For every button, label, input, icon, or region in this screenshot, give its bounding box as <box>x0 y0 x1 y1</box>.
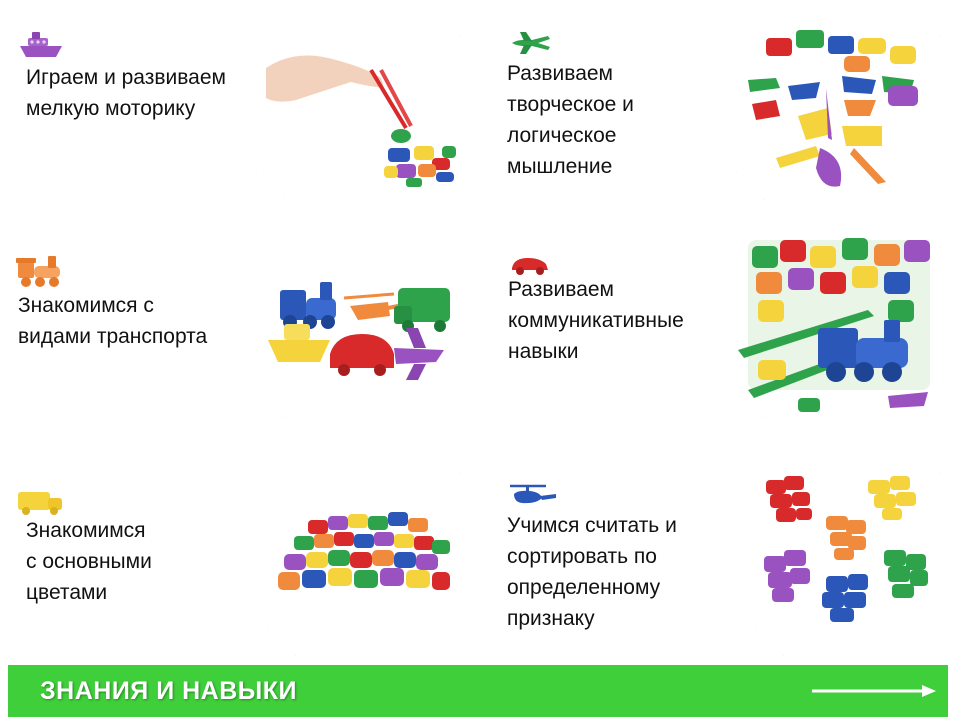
item-label-line: сортировать по <box>507 545 657 568</box>
footer-bar: ЗНАНИЯ И НАВЫКИ <box>8 665 948 717</box>
photo-fine-motor <box>256 8 460 198</box>
footer-title: ЗНАНИЯ И НАВЫКИ <box>40 677 297 705</box>
item-label-line: Знакомимся с <box>18 294 154 317</box>
photo-counting-sorting <box>756 446 940 656</box>
item-label-line: признаку <box>507 607 595 630</box>
item-label-transport-types: Знакомимся с видами транспорта <box>18 290 207 352</box>
item-label-line: мелкую моторику <box>26 97 196 120</box>
item-label-line: мышление <box>507 155 613 178</box>
item-label-line: творческое и <box>507 93 634 116</box>
item-label-line: навыки <box>508 340 579 363</box>
arrow-right-icon[interactable] <box>810 683 938 699</box>
item-label-line: Развиваем <box>507 62 613 85</box>
item-label-creative-thinking: Развиваем творческое и логическое мышлен… <box>507 58 634 182</box>
car-icon <box>512 258 548 275</box>
helicopter-icon <box>510 484 556 504</box>
photo-communication <box>738 220 940 418</box>
item-label-line: логическое <box>507 124 617 147</box>
photo-transport-types <box>258 222 462 418</box>
item-label-counting-sorting: Учимся считать и сортировать по определе… <box>507 510 677 634</box>
airplane-icon <box>512 32 550 54</box>
item-label-line: видами транспорта <box>18 325 208 348</box>
photo-colors <box>268 446 460 656</box>
train-icon <box>16 256 60 287</box>
item-label-communication: Развиваем коммуникативные навыки <box>508 274 684 367</box>
item-label-line: Играем и развиваем <box>26 66 226 89</box>
boat-icon <box>20 32 62 57</box>
photo-creative-thinking <box>736 8 940 200</box>
truck-icon <box>18 492 62 515</box>
item-label-line: Учимся считать и <box>507 514 677 537</box>
item-label-line: коммуникативные <box>508 309 684 332</box>
item-label-line: цветами <box>26 581 108 604</box>
item-label-line: с основными <box>26 550 152 573</box>
item-label-fine-motor: Играем и развиваем мелкую моторику <box>26 62 226 124</box>
item-label-line: Развиваем <box>508 278 614 301</box>
item-label-line: Знакомимся <box>26 519 146 542</box>
item-label-line: определенному <box>507 576 661 599</box>
item-label-colors: Знакомимся с основными цветами <box>26 515 152 608</box>
